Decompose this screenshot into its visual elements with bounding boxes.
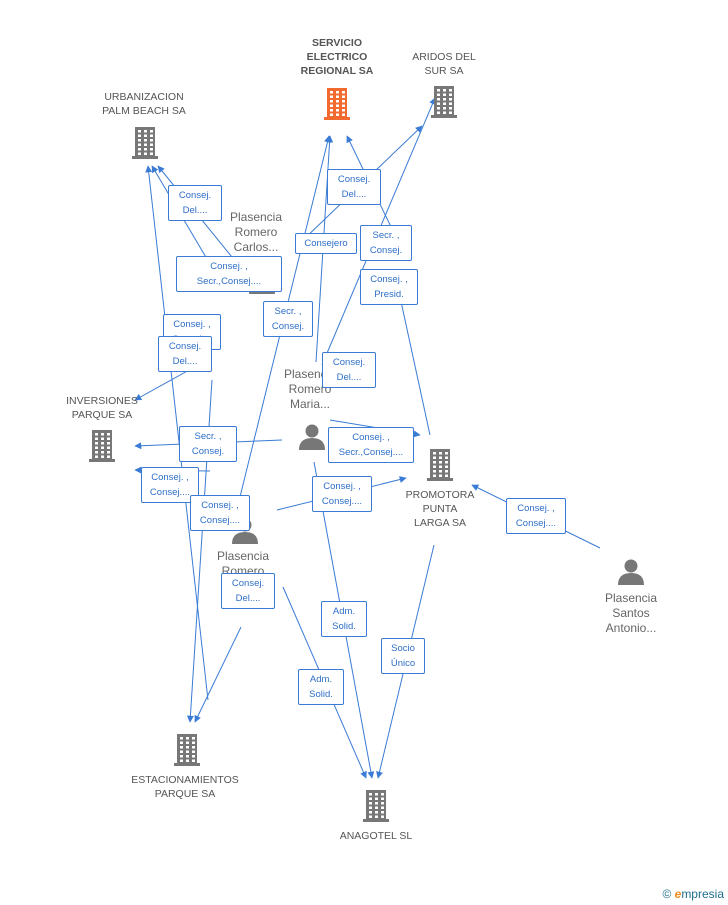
node-label-estacionamientos[interactable]: ESTACIONAMIENTOS PARQUE SA bbox=[131, 774, 239, 800]
edge-role-label[interactable]: Consej. , Presid. bbox=[360, 269, 418, 305]
edge-role-label[interactable]: Consej. , Consej.... bbox=[312, 476, 372, 512]
building-icon[interactable] bbox=[132, 127, 158, 159]
node-label-santos[interactable]: Plasencia Santos Antonio... bbox=[604, 591, 658, 635]
node-label-inversiones[interactable]: INVERSIONES PARQUE SA bbox=[66, 395, 138, 421]
brand-initial: e bbox=[674, 887, 682, 901]
edge-role-label[interactable]: Adm. Solid. bbox=[298, 669, 344, 705]
edge-role-label[interactable]: Consej. Del.... bbox=[158, 336, 212, 372]
node-label-carlos[interactable]: Plasencia Romero Carlos... bbox=[229, 210, 283, 254]
edge-role-label[interactable]: Socio Único bbox=[381, 638, 425, 674]
edge-role-label[interactable]: Consejero bbox=[295, 233, 357, 254]
edge-line bbox=[194, 626, 242, 723]
edge-role-label[interactable]: Consej. , Consej.... bbox=[190, 495, 250, 531]
node-label-servicio[interactable]: SERVICIO ELECTRICO REGIONAL SA bbox=[300, 37, 374, 77]
node-label-promotora[interactable]: PROMOTORA PUNTA LARGA SA bbox=[405, 489, 475, 529]
node-label-aridos[interactable]: ARIDOS DEL SUR SA bbox=[412, 51, 476, 77]
brand-name: mpresia bbox=[681, 887, 724, 901]
edge-role-label[interactable]: Consej. , Consej.... bbox=[506, 498, 566, 534]
building-icon[interactable] bbox=[89, 430, 115, 462]
edge-line bbox=[394, 282, 431, 436]
edge-role-label[interactable]: Secr. , Consej. bbox=[263, 301, 313, 337]
building-icon[interactable] bbox=[174, 734, 200, 766]
edge-role-label[interactable]: Consej. Del.... bbox=[327, 169, 381, 205]
footer-brand: © empresia bbox=[662, 887, 724, 901]
building-icon[interactable] bbox=[431, 86, 457, 118]
edge-role-label[interactable]: Secr. , Consej. bbox=[179, 426, 237, 462]
building-icon[interactable] bbox=[427, 449, 453, 481]
node-label-urbanizacion[interactable]: URBANIZACION PALM BEACH SA bbox=[102, 91, 186, 117]
edge-line bbox=[145, 165, 209, 701]
person-icon[interactable] bbox=[299, 424, 325, 451]
person-icon[interactable] bbox=[618, 559, 644, 586]
edge-role-label[interactable]: Consej. , Secr.,Consej.... bbox=[176, 256, 282, 292]
edge-role-label[interactable]: Secr. , Consej. bbox=[360, 225, 412, 261]
edge-role-label[interactable]: Adm. Solid. bbox=[321, 601, 367, 637]
copyright-symbol: © bbox=[662, 887, 672, 901]
building-icon[interactable] bbox=[324, 88, 350, 120]
building-icon[interactable] bbox=[363, 790, 389, 822]
edge-role-label[interactable]: Consej. Del.... bbox=[168, 185, 222, 221]
edge-role-label[interactable]: Consej. , Secr.,Consej.... bbox=[328, 427, 414, 463]
node-label-anagotel[interactable]: ANAGOTEL SL bbox=[339, 830, 413, 842]
edge-role-label[interactable]: Consej. Del.... bbox=[322, 352, 376, 388]
edge-role-label[interactable]: Consej. Del.... bbox=[221, 573, 275, 609]
edge-role-label[interactable]: Consej. , Consej.... bbox=[141, 467, 199, 503]
